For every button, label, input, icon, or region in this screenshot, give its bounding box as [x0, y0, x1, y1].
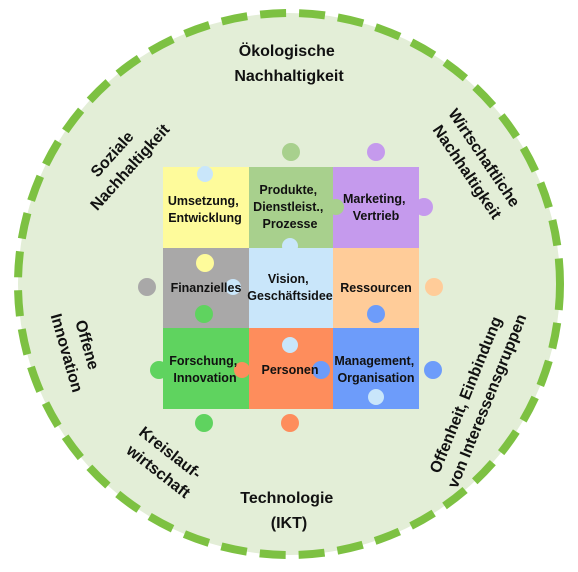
- label-vision: Vision, Geschäftsidee: [247, 272, 333, 303]
- knob-umsetzung-top-blank: [197, 166, 213, 182]
- knob-ressourcen-up: [367, 254, 385, 272]
- knob-forschung-left: [150, 361, 168, 379]
- knob-personen-bottom: [281, 414, 299, 432]
- knob-marketing-right: [415, 198, 433, 216]
- knob-ressourcen-right: [425, 278, 443, 296]
- knob-produkte-blank: [282, 238, 298, 254]
- label-personen: Personen: [262, 363, 319, 377]
- label-line: (IKT): [271, 515, 307, 532]
- label-line: Technologie: [240, 490, 333, 507]
- label-line: Organisation: [337, 371, 414, 385]
- knob-personen-up: [282, 337, 298, 353]
- label-line: Vertrieb: [353, 209, 400, 223]
- knob-vision-right: [317, 279, 333, 295]
- knob-forschung-up: [195, 305, 213, 323]
- knob-forschung-bottom: [195, 414, 213, 432]
- label-line: Nachhaltigkeit: [234, 68, 344, 85]
- knob-finanzielles-left: [138, 278, 156, 296]
- label-umsetzung: Umsetzung, Entwicklung: [168, 194, 242, 225]
- knob-produkte-right: [328, 199, 344, 215]
- knob-management-right: [424, 361, 442, 379]
- puzzle-knobs: [138, 143, 443, 432]
- ring-label-technologie: Technologie (IKT): [240, 490, 338, 532]
- knob-management-up: [367, 305, 385, 323]
- label-line: Dienstleist.,: [253, 200, 323, 214]
- label-line: Entwicklung: [168, 211, 242, 225]
- knob-umsetzung-down: [196, 254, 214, 272]
- ring-label-oekologisch: Ökologische Nachhaltigkeit: [234, 41, 344, 85]
- knob-management-blank: [368, 389, 384, 405]
- knob-produkte-top: [282, 143, 300, 161]
- label-line: Umsetzung,: [168, 194, 239, 208]
- label-line: Produkte,: [259, 183, 317, 197]
- label-line: Forschung,: [169, 354, 237, 368]
- label-line: Ökologische: [239, 41, 335, 60]
- label-forschung: Forschung, Innovation: [169, 354, 241, 385]
- piece-produkte: [249, 167, 333, 248]
- label-line: Geschäftsidee: [247, 289, 333, 303]
- piece-marketing: [333, 167, 419, 248]
- knob-personen-left: [234, 362, 250, 378]
- label-marketing: Marketing, Vertrieb: [343, 192, 409, 223]
- knob-management-left: [312, 361, 330, 379]
- label-management: Management, Organisation: [334, 354, 417, 385]
- label-line: Prozesse: [263, 217, 318, 231]
- knob-marketing-top: [367, 143, 385, 161]
- label-line: Innovation: [173, 371, 236, 385]
- label-finanzielles: Finanzielles: [171, 281, 242, 295]
- label-line: Marketing,: [343, 192, 406, 206]
- label-line: Vision,: [268, 272, 309, 286]
- label-line: Management,: [334, 354, 414, 368]
- label-line: Finanzielles: [171, 281, 242, 295]
- label-line: Personen: [262, 363, 319, 377]
- label-line: Ressourcen: [340, 281, 412, 295]
- label-ressourcen: Ressourcen: [340, 281, 412, 295]
- label-produkte: Produkte, Dienstleist., Prozesse: [253, 183, 327, 231]
- dashed-ring: [14, 9, 564, 559]
- piece-labels: Umsetzung, Entwicklung Produkte, Dienstl…: [168, 183, 417, 385]
- knob-vision-left: [225, 279, 241, 295]
